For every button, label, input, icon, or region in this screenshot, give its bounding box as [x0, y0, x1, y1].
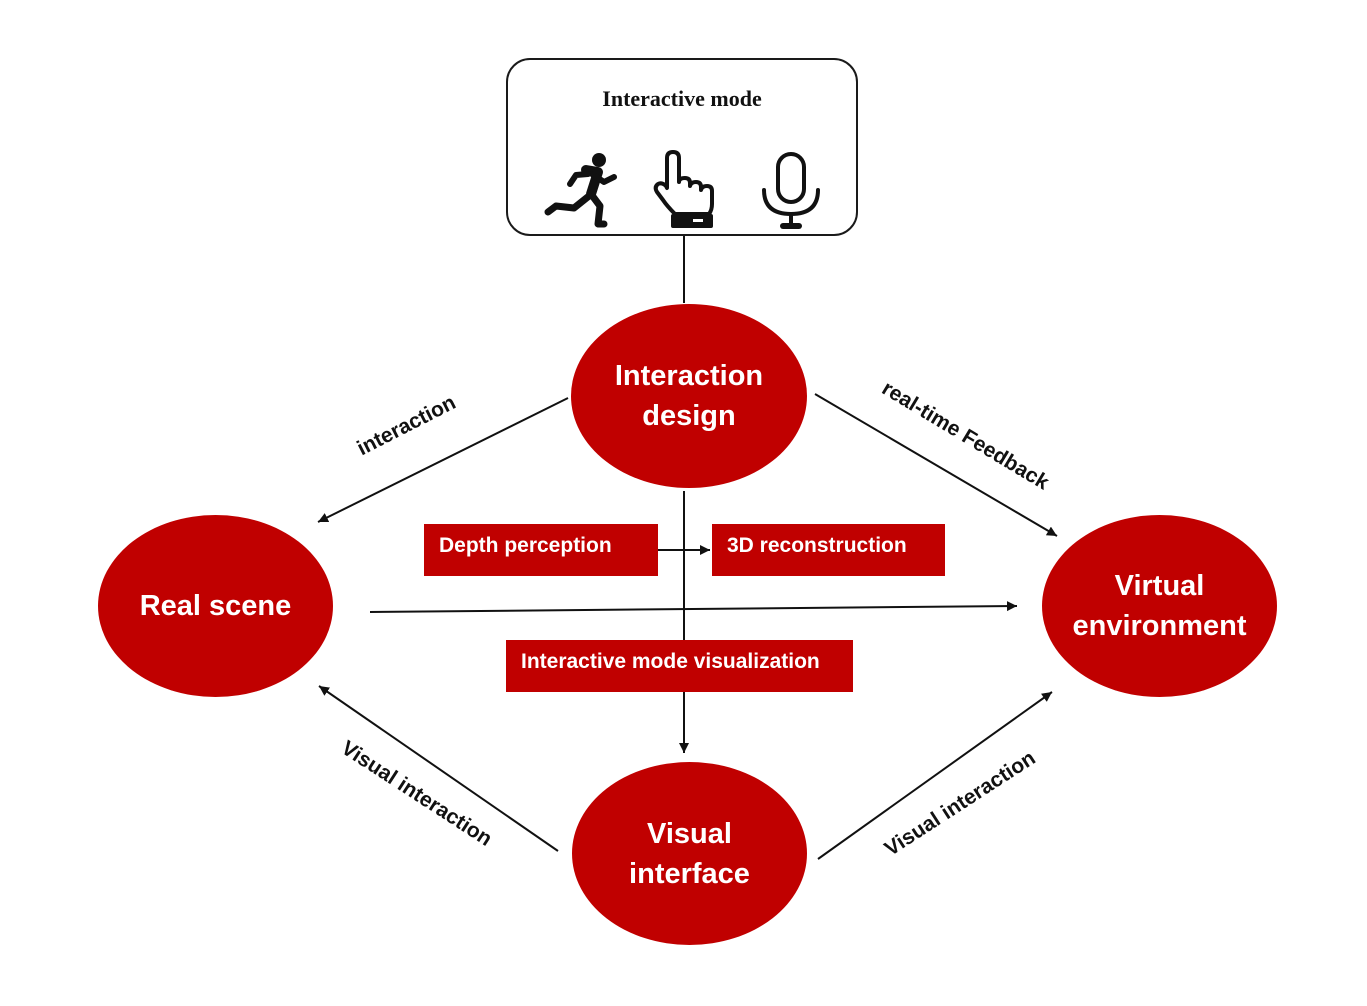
arrow-interface-to-real-scene	[318, 685, 559, 852]
real-scene-node: Real scene	[98, 515, 333, 697]
3d-reconstruction-tag: 3D reconstruction	[712, 524, 945, 576]
visual-interface-node: Visual interface	[572, 762, 807, 945]
interaction-design-node: Interaction design	[571, 304, 807, 488]
depth-perception-tag: Depth perception	[424, 524, 658, 576]
interactive-mode-title: Interactive mode	[602, 86, 762, 111]
arrow-design-to-real-scene	[317, 397, 569, 523]
interactive-mode-box: Interactive mode	[506, 58, 858, 236]
interactive-mode-visualization-tag: Interactive mode visualization	[506, 640, 853, 692]
pointing-hand-icon	[653, 150, 714, 228]
virtual-environment-node: Virtual environment	[1042, 515, 1277, 697]
arrow-real-scene-to-virtual-environment	[369, 601, 1018, 613]
microphone-icon	[762, 152, 820, 229]
running-person-icon	[544, 153, 617, 228]
arrow-design-to-virtual-environment	[814, 393, 1058, 537]
arrow-interface-to-virtual-environment	[817, 691, 1053, 860]
